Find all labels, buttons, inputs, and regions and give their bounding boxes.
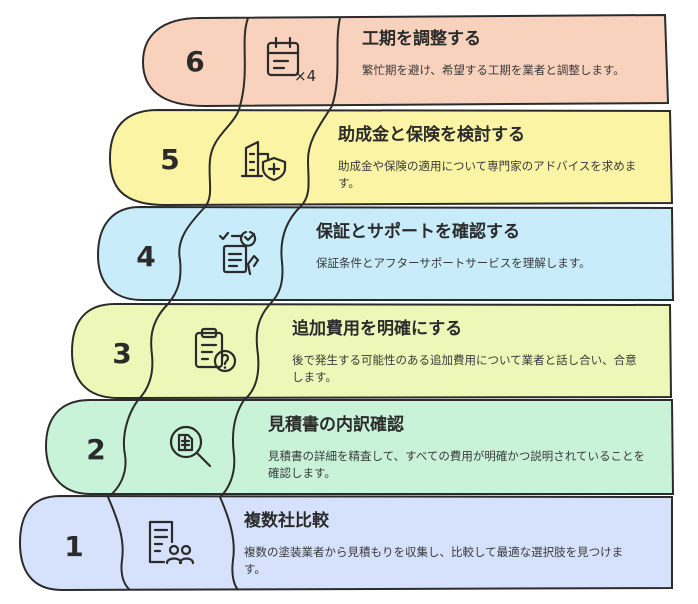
step-4-band: [96, 205, 675, 301]
svg-text:×4: ×4: [294, 67, 316, 85]
step-4-number: 4: [136, 240, 156, 273]
step-1-band: [18, 494, 673, 592]
document-people-icon: [142, 516, 196, 570]
step-1-title: 複数社比較: [244, 511, 329, 531]
magnify-document-icon: [164, 420, 218, 474]
step-5-title: 助成金と保険を検討する: [338, 125, 525, 145]
step-6-band: [141, 13, 670, 108]
step-6-description: 繁忙期を避け、希望する工期を業者と調整します。: [362, 63, 625, 77]
clipboard-question-icon: [188, 323, 242, 377]
step-2-description: 見積書の詳細を精査して、すべての費用が明確かつ説明されていることを確認します。: [268, 449, 645, 480]
step-4-description: 保証条件とアフターサポートサービスを理解します。: [316, 256, 591, 270]
step-4-title: 保証とサポートを確認する: [316, 222, 520, 242]
step-2-band: [44, 399, 675, 495]
step-6-title: 工期を調整する: [362, 29, 481, 49]
step-5-band: [108, 108, 674, 207]
step-3-title: 追加費用を明確にする: [292, 319, 463, 339]
step-3-description: 後で発生する可能性のある追加費用について業者と話し合い、合意します。: [292, 353, 637, 384]
building-shield-icon: [238, 130, 292, 184]
support-checklist-icon: [214, 226, 268, 280]
right-divider: [218, 17, 341, 591]
step-1-number: 1: [64, 530, 84, 563]
left-divider: [106, 17, 249, 591]
step-3-band: [70, 302, 673, 400]
calendar-x4-icon: ×4: [262, 33, 316, 87]
step-3-number: 3: [112, 337, 132, 370]
step-5-number: 5: [160, 143, 180, 176]
step-6-number: 6: [185, 45, 205, 78]
step-5-description: 助成金や保険の適用について専門家のアドバイスを求めます。: [338, 159, 637, 190]
step-1-description: 複数の塗装業者から見積もりを収集し、比較して最適な選択肢を見つけます。: [244, 545, 624, 576]
step-2-title: 見積書の内訳確認: [268, 415, 404, 435]
step-2-number: 2: [86, 433, 106, 466]
